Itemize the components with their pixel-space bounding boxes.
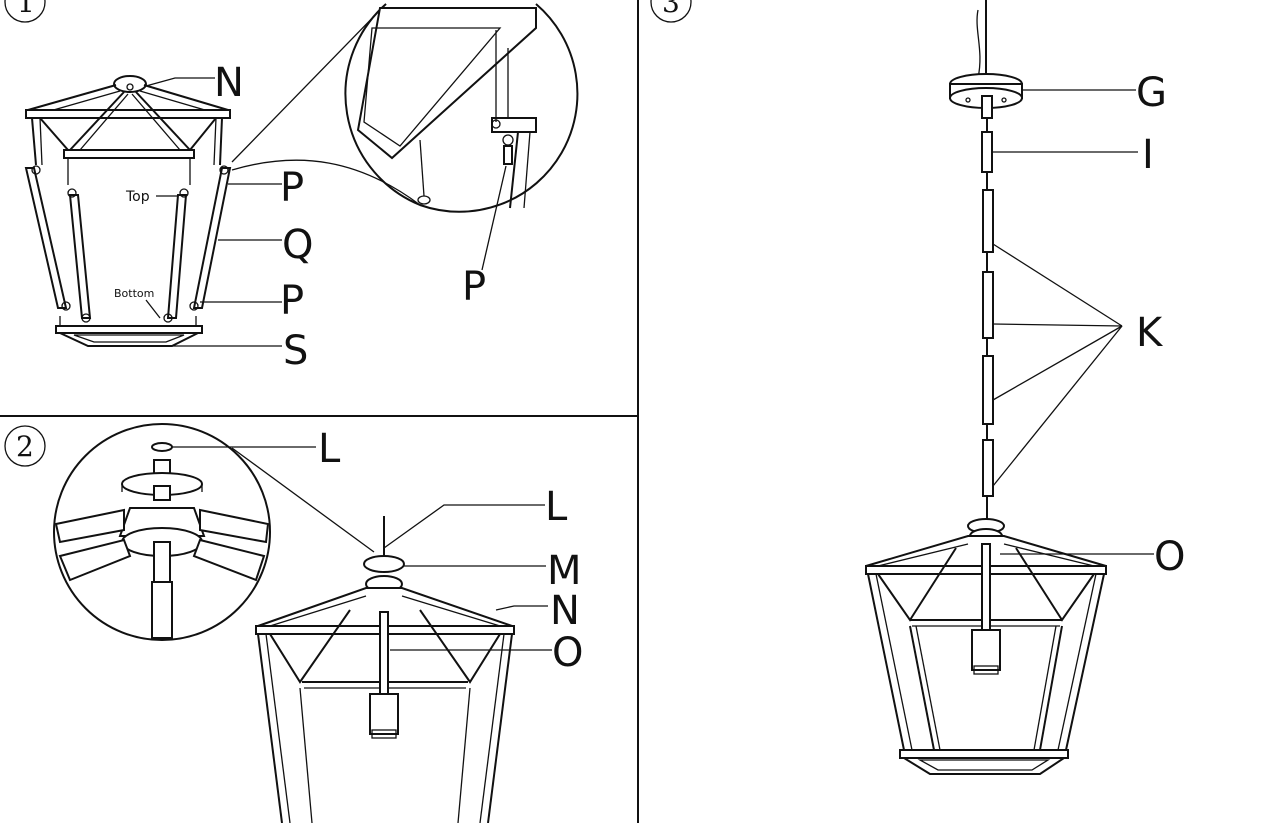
leader-L bbox=[383, 504, 545, 549]
step-1-circle bbox=[4, 0, 46, 23]
label-I: I bbox=[1142, 132, 1154, 178]
label-O-2: O bbox=[552, 630, 583, 676]
lantern-2 bbox=[255, 516, 515, 823]
label-G: G bbox=[1136, 70, 1167, 116]
label-Q: Q bbox=[282, 222, 313, 268]
side-panels bbox=[24, 165, 232, 323]
label-M: M bbox=[547, 548, 582, 594]
bottom-annotation: Bottom bbox=[114, 287, 154, 300]
step-2-circle bbox=[4, 425, 46, 467]
label-K: K bbox=[1136, 310, 1164, 356]
zoom-callout-2 bbox=[53, 423, 375, 641]
leader-N bbox=[145, 77, 215, 87]
label-N: N bbox=[214, 60, 244, 106]
label-P-top: P bbox=[280, 165, 304, 211]
lantern-3 bbox=[865, 518, 1107, 775]
label-L: L bbox=[545, 484, 568, 530]
bottom-frame bbox=[55, 316, 203, 347]
label-N-2: N bbox=[550, 588, 580, 634]
lantern-frame-top bbox=[25, 75, 231, 185]
label-S: S bbox=[283, 328, 308, 374]
label-P-bottom: P bbox=[280, 278, 304, 324]
step-3-number: 3 bbox=[662, 0, 680, 19]
canopy bbox=[949, 73, 1023, 119]
zoom-callout-1 bbox=[231, 3, 579, 271]
leader-N-2 bbox=[495, 605, 548, 611]
rod-assembly bbox=[981, 118, 994, 520]
panel-2: 2 bbox=[4, 423, 583, 823]
leader-K bbox=[992, 243, 1123, 487]
panel-3: 3 bbox=[650, 0, 1185, 775]
top-annotation: Top bbox=[125, 189, 150, 205]
step-3-circle bbox=[650, 0, 692, 23]
step-1-number: 1 bbox=[17, 0, 35, 19]
panel-1: 1 bbox=[4, 0, 579, 374]
label-P-zoom: P bbox=[462, 264, 486, 310]
step-2-number: 2 bbox=[16, 430, 34, 463]
label-L-zoom: L bbox=[318, 426, 341, 472]
label-O-3: O bbox=[1154, 534, 1185, 580]
